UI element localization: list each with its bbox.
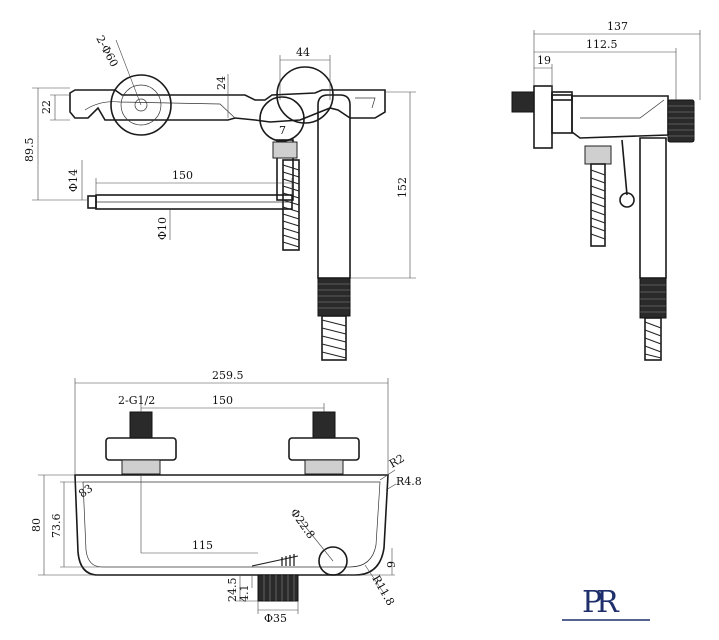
dim-150-top: 150 <box>212 394 233 407</box>
dim-7: 7 <box>279 124 286 137</box>
logo-text: PR <box>582 585 620 620</box>
dim-89-5: 89.5 <box>23 138 36 163</box>
front-hose <box>282 159 300 251</box>
dim-24: 24 <box>215 76 228 90</box>
dim-80: 80 <box>30 518 43 532</box>
brand-logo: PR <box>562 585 650 621</box>
dim-phi22-8: Φ22.8 <box>288 506 318 541</box>
top-view: 259.5 2-G1/2 150 R2 R4.8 83 80 73.6 Φ22.… <box>30 369 422 625</box>
dim-r4-8: R4.8 <box>396 475 422 488</box>
front-view: 2-Φ60 44 24 22 89.5 Φ14 150 Φ10 7 152 <box>23 33 416 361</box>
dim-115: 115 <box>192 539 213 552</box>
dim-phi14: Φ14 <box>67 169 80 192</box>
dim-19: 19 <box>537 54 551 67</box>
dim-r2: R2 <box>387 452 407 471</box>
dim-2-g1-2: 2-G1/2 <box>118 394 155 407</box>
dim-phi10: Φ10 <box>156 217 169 240</box>
dim-137: 137 <box>607 20 628 33</box>
dim-44: 44 <box>296 46 310 59</box>
dim-r11-8: R11.8 <box>369 573 397 608</box>
dim-150-front: 150 <box>172 169 193 182</box>
dim-73-6: 73.6 <box>50 514 63 539</box>
side-view: 137 112.5 19 <box>511 20 701 361</box>
dim-24-5: 24.5 <box>226 578 239 603</box>
dim-112-5: 112.5 <box>586 38 618 51</box>
dim-22: 22 <box>40 100 53 114</box>
dim-259-5: 259.5 <box>212 369 244 382</box>
dim-phi35: Φ35 <box>264 612 287 625</box>
dim-152: 152 <box>396 177 409 198</box>
dim-83: 83 <box>76 482 95 501</box>
dim-9: 9 <box>385 561 398 568</box>
dim-2-phi60: 2-Φ60 <box>93 33 120 69</box>
dim-4-1: 4.1 <box>238 585 251 603</box>
